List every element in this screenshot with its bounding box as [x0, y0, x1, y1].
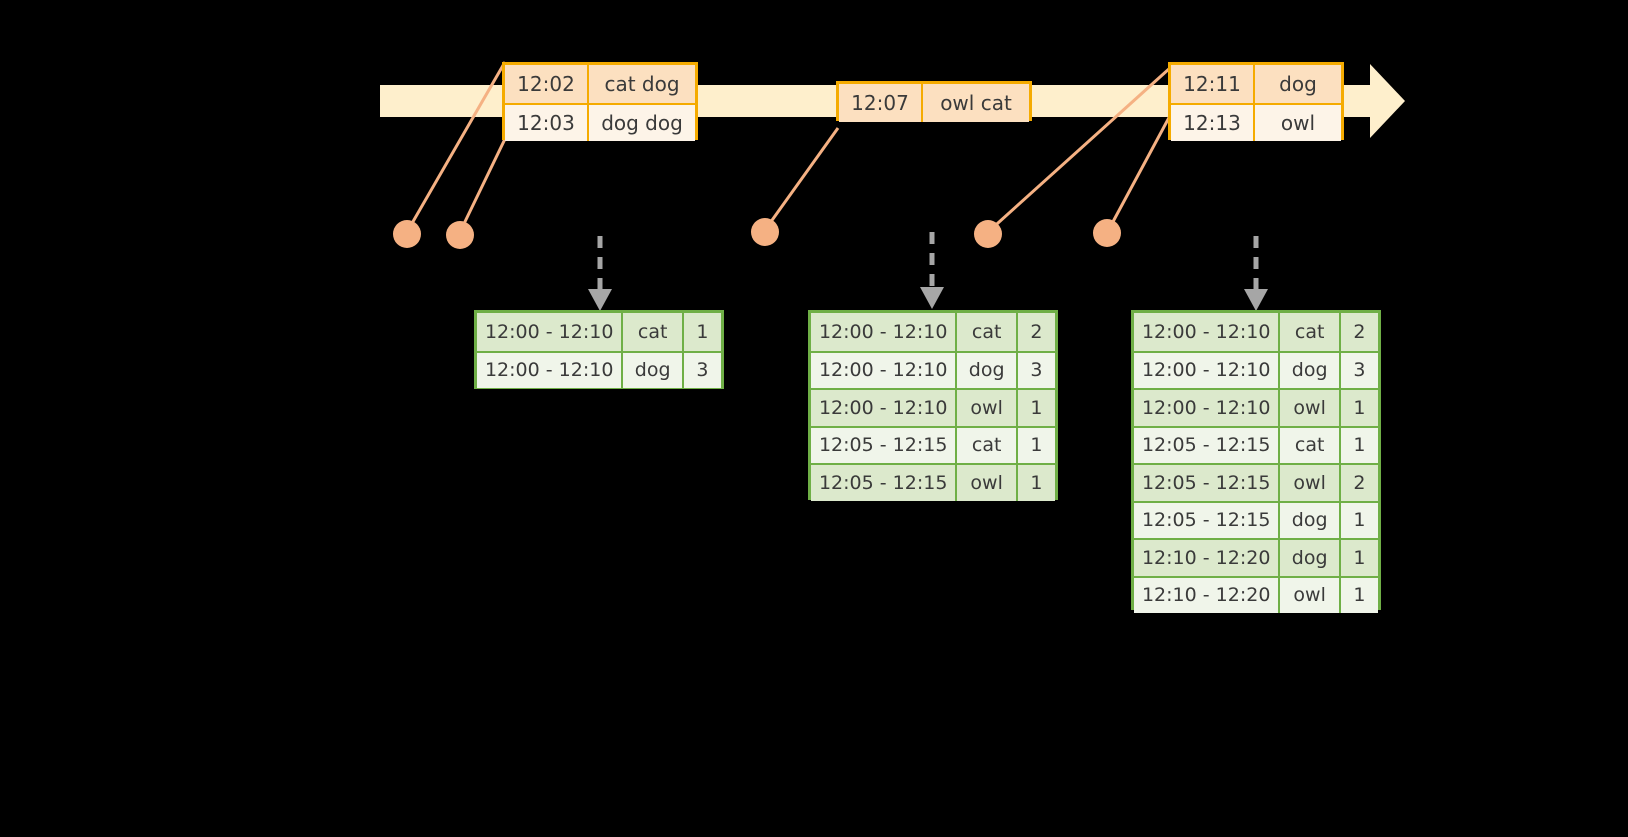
event-row[interactable]: 12:11 dog: [1171, 65, 1341, 103]
window-cell: 12:00 - 12:10: [477, 313, 624, 351]
table-row[interactable]: 12:00 - 12:10 cat 1: [477, 313, 721, 351]
stream-dots: [393, 218, 1121, 249]
count-cell: 1: [1340, 502, 1378, 538]
key-cell: cat: [957, 313, 1018, 351]
table-row[interactable]: 12:00 - 12:10 dog 3: [811, 350, 1055, 388]
event-time: 12:03: [505, 105, 589, 141]
window-cell: 12:10 - 12:20: [1134, 577, 1281, 613]
stream-dot-3: [751, 218, 779, 246]
table-row[interactable]: 12:00 - 12:10 cat 2: [811, 313, 1055, 351]
key-cell: owl: [1280, 465, 1341, 501]
count-cell: 1: [683, 313, 721, 351]
table-row[interactable]: 12:00 - 12:10 dog 3: [477, 350, 721, 388]
event-row[interactable]: 12:13 owl: [1171, 103, 1341, 141]
key-cell: owl: [957, 390, 1018, 426]
event-time: 12:02: [505, 65, 589, 103]
key-cell: cat: [1280, 313, 1341, 351]
table-row[interactable]: 12:05 - 12:15 cat 1: [1134, 425, 1378, 463]
window-cell: 12:05 - 12:15: [811, 465, 958, 501]
stream-dot-4: [974, 220, 1002, 248]
window-cell: 12:00 - 12:10: [477, 352, 624, 388]
table-row[interactable]: 12:00 - 12:10 owl 1: [811, 388, 1055, 426]
result-arrows: [597, 232, 1259, 290]
event-value: owl cat: [923, 84, 1029, 122]
event-value: owl: [1255, 105, 1341, 141]
key-cell: cat: [1280, 427, 1341, 463]
event-value: dog dog: [589, 105, 695, 141]
key-cell: dog: [957, 352, 1018, 388]
window-cell: 12:00 - 12:10: [1134, 313, 1281, 351]
table-row[interactable]: 12:00 - 12:10 cat 2: [1134, 313, 1378, 351]
count-cell: 3: [1340, 352, 1378, 388]
event-row[interactable]: 12:03 dog dog: [505, 103, 695, 141]
key-cell: cat: [957, 427, 1018, 463]
stream-dot-5: [1093, 219, 1121, 247]
table-row[interactable]: 12:10 - 12:20 dog 1: [1134, 538, 1378, 576]
event-row[interactable]: 12:07 owl cat: [839, 84, 1029, 122]
table-row[interactable]: 12:05 - 12:15 cat 1: [811, 425, 1055, 463]
stream-dot-2: [446, 221, 474, 249]
count-cell: 2: [1340, 313, 1378, 351]
table-row[interactable]: 12:00 - 12:10 owl 1: [1134, 388, 1378, 426]
count-cell: 1: [1017, 427, 1055, 463]
window-cell: 12:00 - 12:10: [811, 352, 958, 388]
key-cell: owl: [1280, 577, 1341, 613]
event-time: 12:11: [1171, 65, 1255, 103]
event-group-3[interactable]: 12:11 dog 12:13 owl: [1168, 62, 1344, 141]
window-cell: 12:00 - 12:10: [811, 313, 958, 351]
result-table-2[interactable]: 12:00 - 12:10 cat 2 12:00 - 12:10 dog 3 …: [808, 310, 1058, 501]
key-cell: owl: [1280, 390, 1341, 426]
result-table-3[interactable]: 12:00 - 12:10 cat 2 12:00 - 12:10 dog 3 …: [1131, 310, 1381, 613]
count-cell: 1: [1340, 540, 1378, 576]
result-table-1[interactable]: 12:00 - 12:10 cat 1 12:00 - 12:10 dog 3: [474, 310, 724, 389]
count-cell: 1: [1340, 577, 1378, 613]
count-cell: 2: [1017, 313, 1055, 351]
table-row[interactable]: 12:05 - 12:15 dog 1: [1134, 500, 1378, 538]
window-cell: 12:05 - 12:15: [811, 427, 958, 463]
event-time: 12:13: [1171, 105, 1255, 141]
count-cell: 3: [1017, 352, 1055, 388]
table-row[interactable]: 12:05 - 12:15 owl 2: [1134, 463, 1378, 501]
event-value: dog: [1255, 65, 1341, 103]
stream-dot-1: [393, 220, 421, 248]
count-cell: 1: [1017, 465, 1055, 501]
event-group-1[interactable]: 12:02 cat dog 12:03 dog dog: [502, 62, 698, 141]
window-cell: 12:00 - 12:10: [811, 390, 958, 426]
event-row[interactable]: 12:02 cat dog: [505, 65, 695, 103]
event-value: cat dog: [589, 65, 695, 103]
table-row[interactable]: 12:10 - 12:20 owl 1: [1134, 575, 1378, 613]
count-cell: 3: [683, 352, 721, 388]
window-cell: 12:10 - 12:20: [1134, 540, 1281, 576]
window-cell: 12:05 - 12:15: [1134, 502, 1281, 538]
key-cell: cat: [623, 313, 684, 351]
count-cell: 1: [1340, 427, 1378, 463]
result-arrowheads: [588, 287, 1268, 311]
event-group-2[interactable]: 12:07 owl cat: [836, 81, 1032, 122]
window-cell: 12:05 - 12:15: [1134, 427, 1281, 463]
key-cell: dog: [1280, 540, 1341, 576]
event-time: 12:07: [839, 84, 923, 122]
key-cell: dog: [1280, 352, 1341, 388]
key-cell: owl: [957, 465, 1018, 501]
window-cell: 12:00 - 12:10: [1134, 390, 1281, 426]
key-cell: dog: [1280, 502, 1341, 538]
count-cell: 1: [1340, 390, 1378, 426]
key-cell: dog: [623, 352, 684, 388]
count-cell: 2: [1340, 465, 1378, 501]
table-row[interactable]: 12:05 - 12:15 owl 1: [811, 463, 1055, 501]
window-cell: 12:00 - 12:10: [1134, 352, 1281, 388]
count-cell: 1: [1017, 390, 1055, 426]
table-row[interactable]: 12:00 - 12:10 dog 3: [1134, 350, 1378, 388]
window-cell: 12:05 - 12:15: [1134, 465, 1281, 501]
